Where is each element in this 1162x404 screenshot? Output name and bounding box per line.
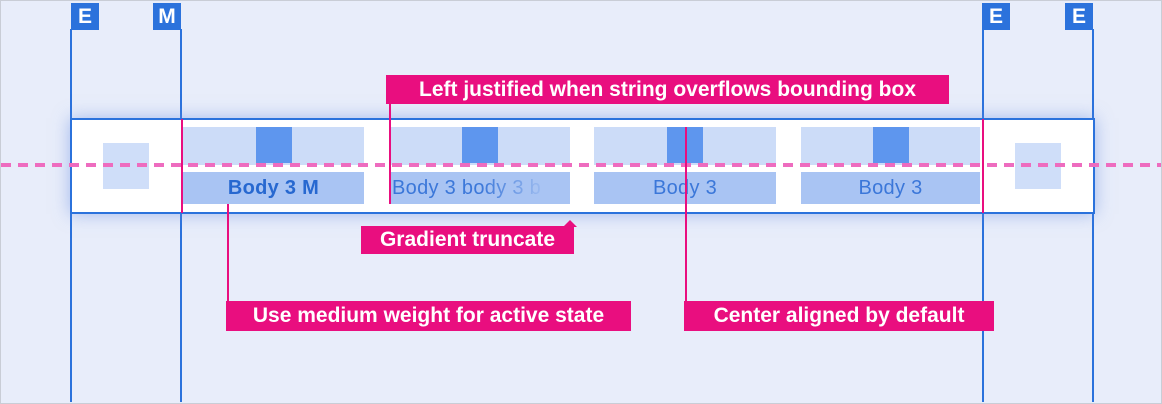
marker-edge-left: E [71, 3, 99, 30]
tab-label: Body 3 M [183, 172, 364, 204]
annotation-gradient-truncate: Gradient truncate [361, 226, 574, 254]
tab-label: Body 3 [801, 172, 980, 204]
marker-edge-right: E [1065, 3, 1093, 30]
connector-center-aligned [685, 127, 687, 301]
tab-icon [872, 127, 909, 163]
tab-item-active[interactable]: Body 3 M [183, 127, 364, 204]
annotation-center-aligned: Center aligned by default [684, 301, 994, 331]
marker-margin-right: E [982, 3, 1010, 30]
gradient-truncate-overlay [480, 172, 570, 204]
connector-left-justified [389, 104, 391, 204]
annotation-pointer-up-icon [563, 220, 577, 227]
marker-margin-left: M [153, 3, 181, 30]
tab-icon [255, 127, 292, 163]
measure-line-margin-right [982, 119, 984, 213]
guide-line-margin-right [982, 29, 984, 402]
center-baseline-dashed [1, 163, 1161, 167]
guide-line-edge-right [1092, 29, 1094, 402]
guide-line-margin-left [180, 29, 182, 402]
tab-item-overflow[interactable]: Body 3 body 3 b [389, 127, 570, 204]
tab-item-default[interactable]: Body 3 [801, 127, 980, 204]
measure-line-margin-left [181, 119, 183, 213]
annotation-medium-weight: Use medium weight for active state [226, 301, 631, 331]
guide-line-edge-left [70, 29, 72, 402]
connector-medium-weight [227, 204, 229, 301]
annotation-left-justified: Left justified when string overflows bou… [386, 75, 949, 104]
tab-icon [461, 127, 498, 163]
